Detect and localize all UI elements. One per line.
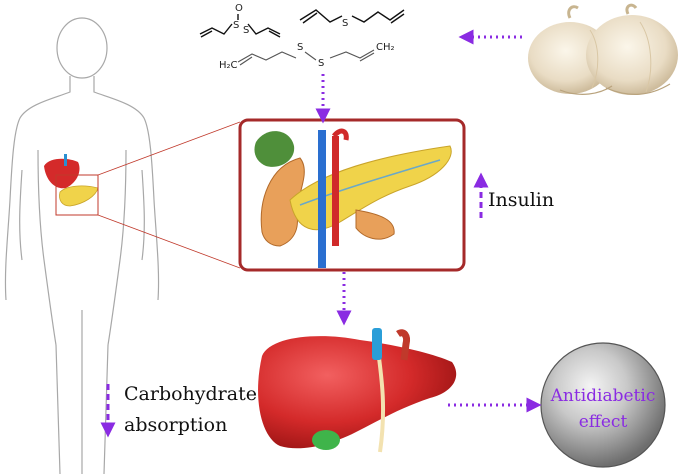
garlic-icon — [528, 3, 678, 95]
chem-allicin — [199, 14, 281, 38]
zoom-line-top — [97, 121, 241, 176]
pancreas-icon — [254, 128, 452, 268]
chem-diallyl-disulfide — [237, 49, 375, 66]
chem-h2c-label: H₂C — [219, 60, 238, 71]
antidiabetic-label: Antidiabetic — [550, 386, 656, 406]
absorption-label: absorption — [124, 414, 228, 436]
insulin-label: Insulin — [488, 189, 555, 211]
zoom-box — [55, 174, 99, 216]
chem-sulfur-label-1: S — [233, 20, 239, 31]
chem-ch2-label: CH₂ — [376, 42, 395, 53]
zoom-line-bottom — [97, 214, 241, 269]
chem-sulfur-label-5: S — [318, 58, 324, 69]
chem-sulfur-label-4: S — [297, 42, 303, 53]
mini-pancreas-icon — [59, 185, 99, 207]
chem-sulfur-label-2: S — [243, 25, 249, 36]
effect-label: effect — [578, 412, 628, 432]
chem-sulfur-label-3: S — [342, 18, 348, 29]
chem-oxygen-label: O — [235, 3, 243, 14]
liver-icon — [258, 328, 457, 453]
mini-liver-icon — [44, 154, 80, 189]
carbohydrate-label: Carbohydrate — [124, 383, 257, 405]
chem-diallyl-sulfide — [299, 9, 405, 24]
human-silhouette-icon — [4, 17, 160, 474]
